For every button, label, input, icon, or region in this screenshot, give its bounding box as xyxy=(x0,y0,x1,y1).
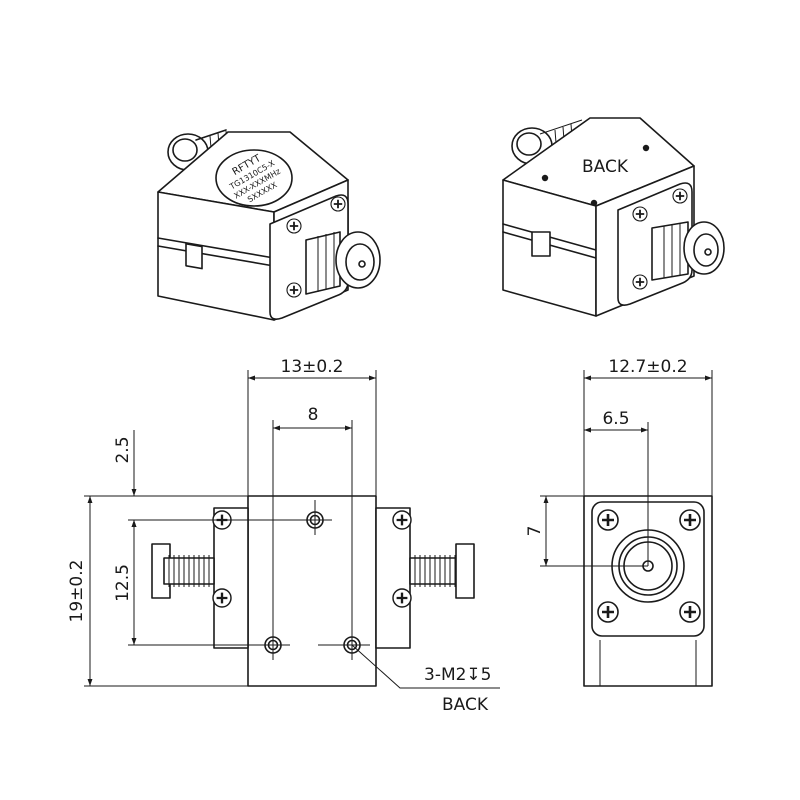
front-orthographic-view: 13±0.2 8 2.5 12.5 19±0.2 3-M2↧5 BACK xyxy=(67,357,500,715)
back-label: BACK xyxy=(582,157,629,177)
center-height-dim: 7 xyxy=(525,526,545,537)
front-sma-connector xyxy=(305,231,381,295)
label-oval xyxy=(215,149,293,207)
body-height-dim: 19±0.2 xyxy=(67,560,87,623)
mounting-hole xyxy=(642,144,650,152)
body-width-dim: 13±0.2 xyxy=(281,357,344,377)
hole-callout-side: BACK xyxy=(442,695,489,715)
center-offset-dim: 6.5 xyxy=(602,409,629,429)
front-sma-connector-back xyxy=(651,221,725,281)
left-sma-connector xyxy=(151,507,249,649)
side-width-dim: 12.7±0.2 xyxy=(608,357,687,377)
isometric-back-view: BACK xyxy=(502,117,725,317)
hole-spacing-dim: 8 xyxy=(308,405,319,425)
mounting-hole xyxy=(541,174,549,182)
hole-pitch-dim: 12.5 xyxy=(113,564,133,602)
hole-callout: 3-M2↧5 xyxy=(424,665,492,685)
isometric-front-view: RFTYT TG1310C5-X XXX-XXXMHz SXXXXX xyxy=(157,129,381,321)
top-offset-dim: 2.5 xyxy=(113,436,133,463)
side-orthographic-view: 12.7±0.2 6.5 7 xyxy=(525,357,713,687)
product-label: RFTYT TG1310C5-X XXX-XXXMHz SXXXXX xyxy=(215,149,293,207)
right-sma-connector xyxy=(375,507,475,649)
